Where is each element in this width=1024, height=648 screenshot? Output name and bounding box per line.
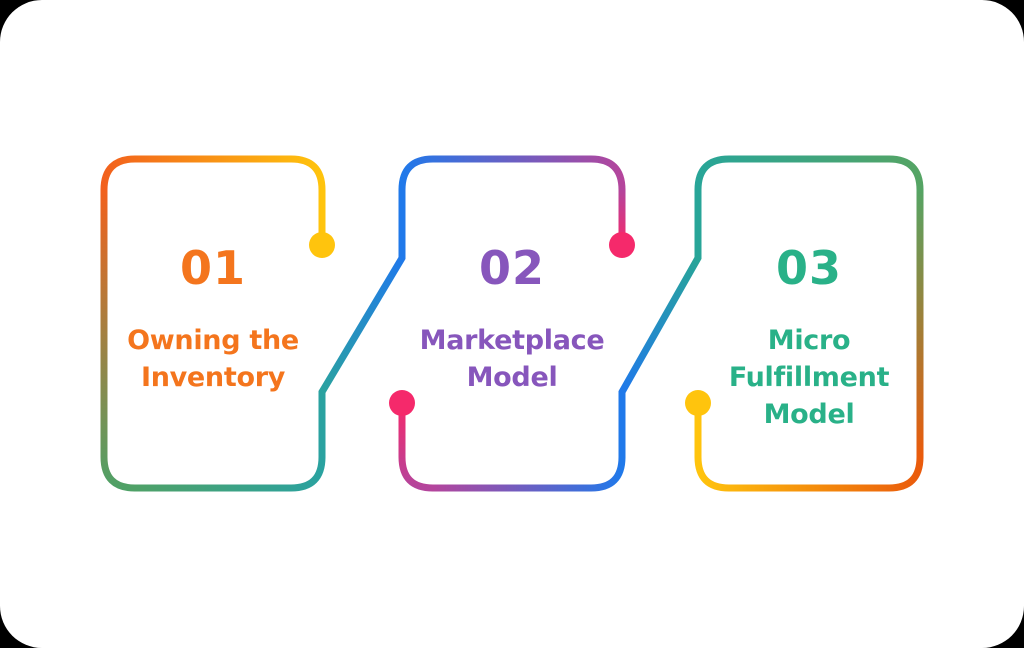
dot-card2-top-right [609,232,635,258]
step-title: Marketplace Model [419,325,605,393]
connector-card1-card2 [318,186,406,461]
card-step-1: 01 Owning the Inventory [104,159,322,488]
step-number: 02 [478,241,545,295]
step-title: Micro Fulfillment Model [728,325,890,430]
border-card2-dot-stem-bottom [398,399,437,492]
border-card3-bottom [694,399,924,492]
card-step-2: 02 Marketplace Model [402,159,622,488]
border-card1-bottom [131,453,326,492]
border-card2-bottom [429,453,626,492]
border-card3-top [694,155,924,194]
dot-card3-bottom-left [685,390,711,416]
dot-card1-top-right [309,232,335,258]
step-title: Owning the Inventory [127,325,299,393]
border-card2-top [398,155,626,194]
border-card1-top [100,155,326,249]
step-number: 03 [775,241,842,295]
step-number: 01 [179,241,246,295]
connector-card2-card3 [618,186,702,461]
border-card1-left [100,186,139,492]
dot-card2-bottom-left [389,390,415,416]
card-step-3: 03 Micro Fulfillment Model [698,159,920,488]
